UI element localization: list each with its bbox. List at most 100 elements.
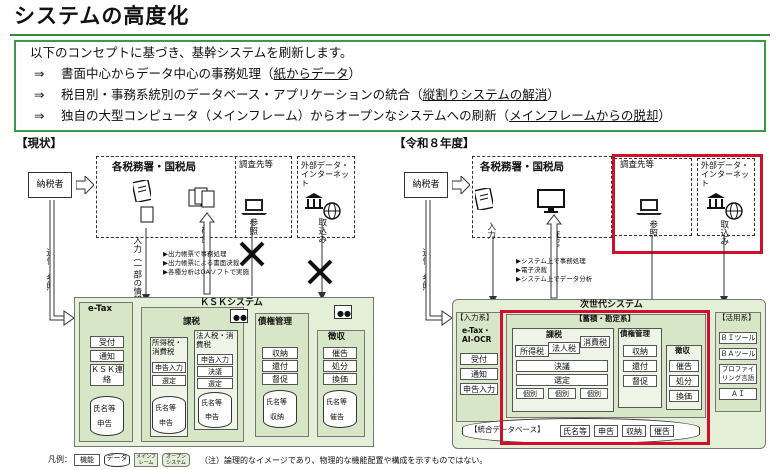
arrow-to-offices-right: [452, 176, 470, 194]
etax-item-1: 受付: [90, 336, 124, 348]
db-item-1: 氏名等: [560, 425, 590, 437]
legend-open-system: オープン システム: [162, 453, 190, 467]
arrow-symbol: ⇒: [34, 108, 45, 123]
arrow-symbol: ⇒: [34, 87, 45, 102]
db-item-4: 催告: [650, 425, 674, 437]
current-label: 【現状】: [16, 136, 62, 150]
hojin-label: 法人税・消費税: [196, 331, 234, 349]
bullet-text: 独自の大型コンピュータ（メインフレーム）からオープンなシステムへの刷新（: [60, 108, 510, 123]
bullet-underlined: 縦割りシステムの解消: [422, 87, 548, 102]
db-item-3: 収納: [622, 425, 646, 437]
choshu-item-r2: 処分: [669, 375, 699, 387]
globe-icon-right: [725, 202, 743, 220]
taxpayer-box: 納税者: [28, 172, 72, 198]
globe-icon: [323, 202, 341, 220]
saiken-db-1: 氏名等: [266, 398, 287, 406]
documents-stack-icon: [188, 187, 215, 208]
input-system-sub: e-Tax・AI-OCR: [462, 326, 492, 344]
choshu-label-right: 徴収: [675, 346, 690, 355]
accum-title: 【蓄積・勘定系】: [575, 314, 635, 323]
saiken-item-r2: 還付: [623, 360, 657, 372]
saiken-title: 債権管理: [258, 317, 293, 327]
survey-label-right: 調査先等: [620, 160, 655, 170]
bullet-underlined: メインフレームからの脱却: [509, 108, 659, 123]
external-label-right: 外部データ・インターネット: [701, 161, 749, 189]
choshu-item-3: 換価: [323, 373, 357, 385]
bullet-text-end: ）: [658, 108, 671, 123]
choshu-db-1: 氏名等: [326, 398, 347, 406]
etax-db-2: 申告: [97, 419, 112, 428]
saiken-item-3: 督促: [262, 373, 298, 385]
external-area-right: [697, 158, 755, 236]
shotoku-database: [152, 396, 186, 434]
choshu-title: 徴収: [328, 332, 346, 342]
highlight-external-connection: [612, 154, 763, 254]
hojin-item: 法人税: [548, 342, 580, 354]
document-icon-right: [475, 188, 493, 210]
highlight-accum-system: [500, 310, 710, 445]
mainframe-dots-2: ●●: [337, 309, 351, 318]
bi-tool: ＢＩツール: [719, 332, 757, 344]
monitor-icon: [537, 189, 565, 213]
hojin-item-3: 選定: [197, 378, 233, 389]
left-note-2: ▶出力帳票による書面決裁: [163, 259, 240, 267]
input-system: [456, 312, 502, 422]
input-item-1: 受付: [460, 353, 498, 365]
hojin-item-2: 決議: [197, 366, 233, 377]
legend-note: （注）論理的なイメージであり、物理的な機能配置や構成を示すものではない。: [200, 456, 488, 465]
concept-bullet-1: ⇒ 書面中心からデータ中心の事務処理（紙からデータ）: [34, 66, 361, 81]
input-system-title: 【入力系】: [456, 313, 494, 322]
hojin-db-2: 申告: [205, 413, 219, 421]
future-label: 【令和８年度】: [394, 136, 475, 150]
kobetsu-item-3: 個別: [580, 388, 608, 399]
mainframe-marker-icon-2: [334, 305, 352, 319]
db-item-2: 申告: [594, 425, 618, 437]
use-system-title: 【活用系】: [718, 313, 756, 322]
integrated-db-label: 【統合データベース】: [470, 425, 545, 434]
etax-item-3: ＫＳＫ連絡: [90, 364, 124, 386]
page-title: システムの高度化: [14, 4, 190, 28]
ai-item: ＡＩ: [719, 388, 757, 400]
hojin-item-1: 申告入力: [197, 354, 233, 365]
hojin-db-1: 氏名等: [201, 399, 222, 407]
taxpayer-box-right: 納税者: [404, 172, 448, 198]
profiling-language: プロファイリング言語: [719, 364, 757, 384]
hojin-database: [198, 392, 232, 428]
right-note-3: ▶システム上でデータ分析: [516, 275, 593, 283]
offices-label-right: 各税務署・国税局: [480, 161, 564, 173]
shotoku-item-1: 申告入力: [152, 362, 186, 373]
saiken-item-1: 収納: [262, 347, 298, 359]
laptop-icon-right: [636, 199, 662, 215]
shotoku-item: 所得税: [515, 345, 549, 357]
bank-icon: [305, 193, 323, 209]
saiken-database: [263, 390, 297, 428]
paper-icon: [140, 206, 154, 223]
bullet-text: 書面中心からデータ中心の事務処理（: [60, 66, 274, 81]
legend-prefix: 凡例：: [48, 455, 72, 464]
shohi-item: 消費税: [580, 336, 610, 348]
external-label: 外部データ・インターネット: [301, 161, 349, 189]
reference-label: 参照: [247, 218, 258, 235]
etax-db-1: 氏名等: [93, 404, 116, 413]
kobetsu-item-2: 個別: [548, 388, 576, 399]
concept-intro: 以下のコンセプトに基づき、基幹システムを刷新します。: [30, 45, 353, 60]
title-underline: [10, 34, 770, 36]
etax-item-2: 通知: [90, 350, 124, 362]
shotoku-db-2: 申告: [159, 419, 173, 427]
legend-function: 機能: [74, 454, 100, 466]
etax-title: e-Tax: [88, 304, 112, 314]
saiken-item-r3: 督促: [623, 375, 657, 387]
next-gen-title: 次世代システム: [580, 300, 643, 310]
sentei-item: 選定: [516, 374, 608, 386]
saiken-db-2: 収納: [270, 413, 284, 421]
shotoku-db-1: 氏名等: [155, 404, 176, 412]
offices-label: 各税務署・国税局: [112, 161, 196, 173]
legend-data: データ: [104, 453, 130, 467]
external-area: [297, 156, 355, 238]
choshu-db-2: 催告: [330, 413, 344, 421]
legend-mainframe: メインフレーム: [134, 453, 158, 467]
shotoku-label: 所得税・消費税: [152, 338, 182, 356]
concept-bullet-2: ⇒ 税目別・事務系統別のデータベース・アプリケーションの統合（縦割りシステムの解…: [34, 87, 560, 102]
